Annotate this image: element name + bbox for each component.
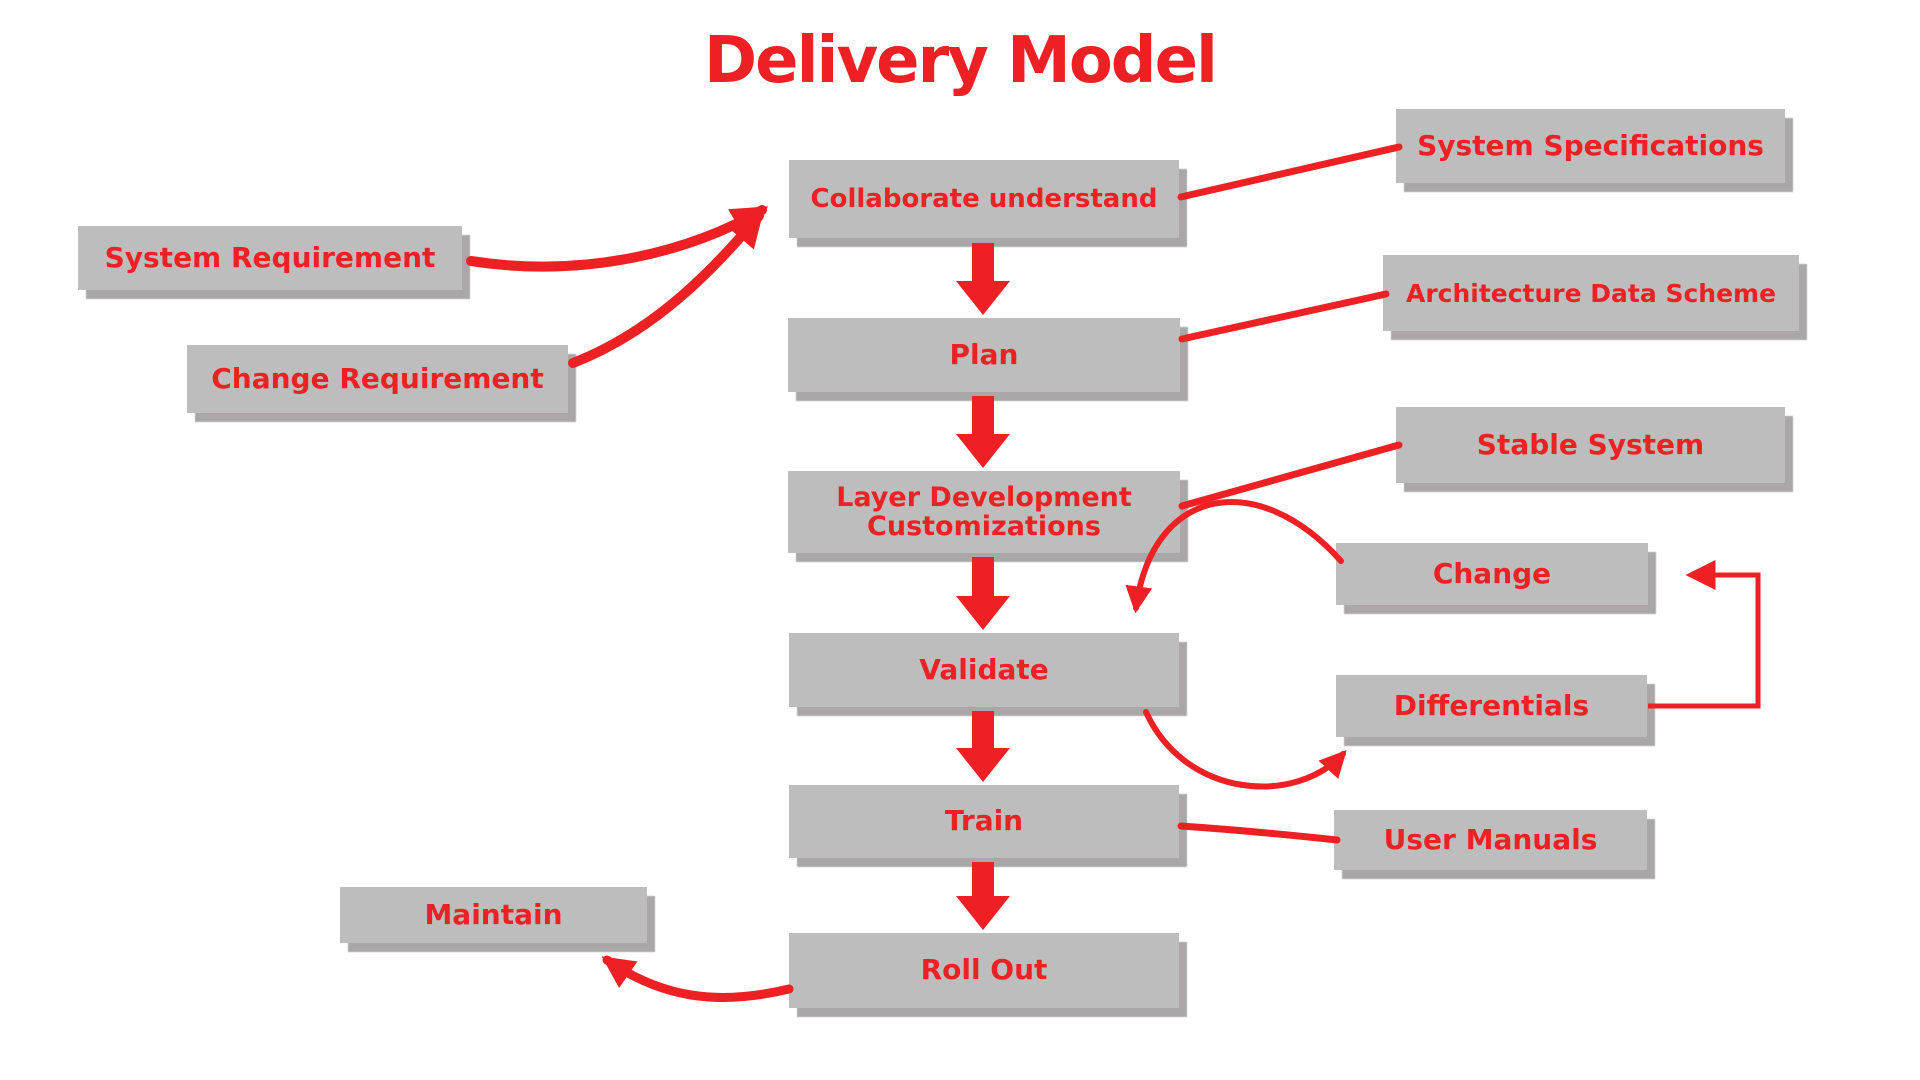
node-train: Train	[789, 785, 1179, 858]
arrow-layer-development-to-validate	[956, 557, 1010, 630]
line-layer-development-to-stable-system	[1178, 441, 1403, 510]
node-roll-out: Roll Out	[789, 933, 1179, 1008]
arrow-collaborate-to-plan	[956, 243, 1010, 315]
node-validate: Validate	[789, 633, 1179, 707]
node-differentials: Differentials	[1336, 675, 1647, 737]
node-architecture-data-scheme: Architecture Data Scheme	[1383, 255, 1799, 331]
arrow-plan-to-layer-development	[956, 396, 1010, 468]
arrow-system-requirement-to-collaborate	[466, 205, 769, 272]
node-system-requirement: System Requirement	[78, 226, 462, 290]
node-user-manuals: User Manuals	[1334, 810, 1647, 870]
arrow-validate-to-train	[956, 711, 1010, 782]
page-title: Delivery Model	[704, 24, 1218, 98]
node-system-specifications: System Specifications	[1396, 109, 1785, 183]
arrow-change-requirement-to-collaborate	[568, 210, 764, 368]
node-change: Change	[1336, 543, 1648, 605]
arrow-differentials-to-change	[1648, 560, 1761, 709]
line-collaborate-to-system-specifications	[1177, 143, 1403, 201]
arrow-train-to-roll-out	[956, 862, 1010, 930]
node-collaborate-understand: Collaborate understand	[789, 160, 1179, 238]
arrow-roll-out-to-maintain	[601, 955, 794, 1002]
node-layer-development-customizations: Layer Development Customizations	[788, 471, 1180, 553]
line-train-to-user-manuals	[1177, 822, 1341, 844]
node-plan: Plan	[788, 318, 1180, 392]
node-change-requirement: Change Requirement	[187, 345, 568, 413]
node-stable-system: Stable System	[1396, 407, 1785, 483]
arrow-validate-to-differentials	[1143, 709, 1347, 790]
node-maintain: Maintain	[340, 887, 647, 943]
line-plan-to-architecture-data-scheme	[1178, 290, 1390, 343]
